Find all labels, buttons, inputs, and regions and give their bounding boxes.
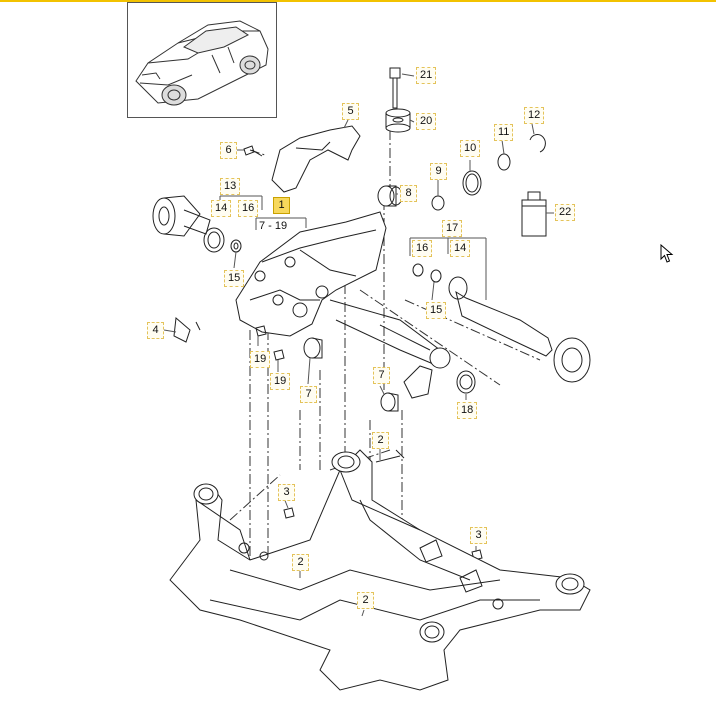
callout-16-right[interactable]: 16 <box>412 240 433 257</box>
callout-7-right[interactable]: 7 <box>373 367 390 384</box>
callout-10[interactable]: 10 <box>460 140 481 157</box>
callout-12[interactable]: 12 <box>524 107 545 124</box>
callout-14-left[interactable]: 14 <box>211 200 232 217</box>
callout-22[interactable]: 22 <box>555 204 576 221</box>
callout-4[interactable]: 4 <box>147 322 164 339</box>
callout-15-right[interactable]: 15 <box>426 302 447 319</box>
callout-8[interactable]: 8 <box>400 185 417 202</box>
callout-18[interactable]: 18 <box>457 402 478 419</box>
callout-13[interactable]: 13 <box>220 178 241 195</box>
callout-2-middle[interactable]: 2 <box>292 554 309 571</box>
callout-7-left[interactable]: 7 <box>300 386 317 403</box>
callout-2-top[interactable]: 2 <box>372 432 389 449</box>
callout-14-right[interactable]: 14 <box>450 240 471 257</box>
callout-3-right[interactable]: 3 <box>470 527 487 544</box>
callout-21[interactable]: 21 <box>416 67 437 84</box>
callout-6[interactable]: 6 <box>220 142 237 159</box>
top-accent-rule <box>0 0 716 2</box>
callout-19-lower[interactable]: 19 <box>270 373 291 390</box>
callout-17[interactable]: 17 <box>442 220 463 237</box>
callout-20[interactable]: 20 <box>416 113 437 130</box>
callout-16-left[interactable]: 16 <box>238 200 259 217</box>
callout-9[interactable]: 9 <box>430 163 447 180</box>
callout-5[interactable]: 5 <box>342 103 359 120</box>
callout-1[interactable]: 1 <box>273 197 290 214</box>
callout-19-upper[interactable]: 19 <box>250 351 271 368</box>
suv-thumbnail-icon <box>135 20 269 106</box>
callout-1-range: 7 - 19 <box>259 220 288 232</box>
callout-11[interactable]: 11 <box>494 124 514 141</box>
callout-3-left[interactable]: 3 <box>278 484 295 501</box>
vehicle-thumbnail <box>127 2 277 118</box>
callout-15-left[interactable]: 15 <box>224 270 245 287</box>
callout-2-bottom[interactable]: 2 <box>357 592 374 609</box>
mouse-pointer-icon <box>660 244 674 263</box>
